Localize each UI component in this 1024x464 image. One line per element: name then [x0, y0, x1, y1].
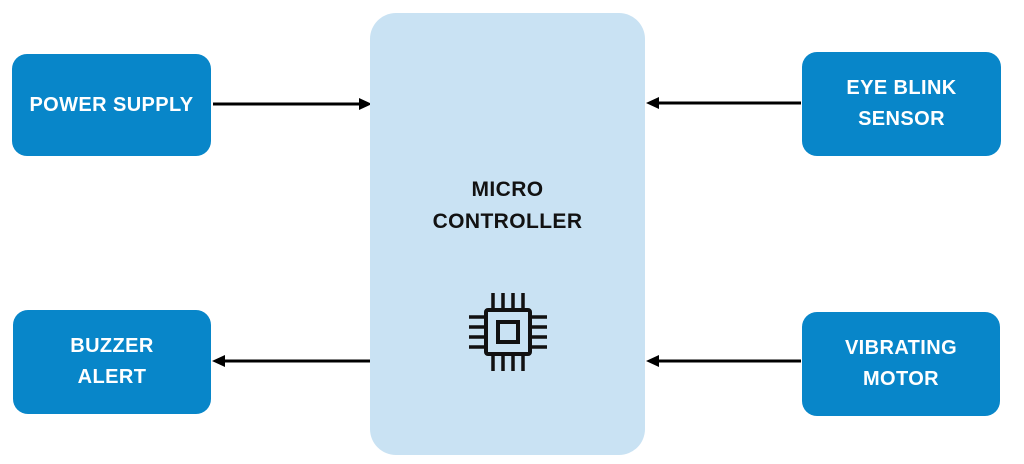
node-eye-blink-sensor: EYE BLINK SENSOR — [802, 52, 1001, 156]
node-vibrating-motor: VIBRATING MOTOR — [802, 312, 1000, 416]
node-microcontroller: MICRO CONTROLLER — [370, 13, 645, 455]
arrow-eye-blink-sensor-to-microcontroller — [646, 97, 801, 109]
arrow-vibrating-motor-to-microcontroller — [646, 355, 801, 367]
vibrating-motor-label: VIBRATING MOTOR — [844, 337, 958, 390]
microcontroller-label: MICRO CONTROLLER — [432, 178, 583, 233]
power-supply-label: POWER SUPPLY — [29, 93, 194, 116]
node-power-supply: POWER SUPPLY — [12, 54, 211, 156]
chip-icon — [466, 290, 550, 374]
arrow-microcontroller-to-buzzer-alert — [212, 355, 370, 367]
buzzer-alert-label: BUZZER ALERT — [70, 335, 154, 388]
eye-blink-sensor-label: EYE BLINK SENSOR — [846, 77, 957, 130]
node-buzzer-alert: BUZZER ALERT — [13, 310, 211, 414]
arrow-power-supply-to-microcontroller — [213, 98, 372, 110]
